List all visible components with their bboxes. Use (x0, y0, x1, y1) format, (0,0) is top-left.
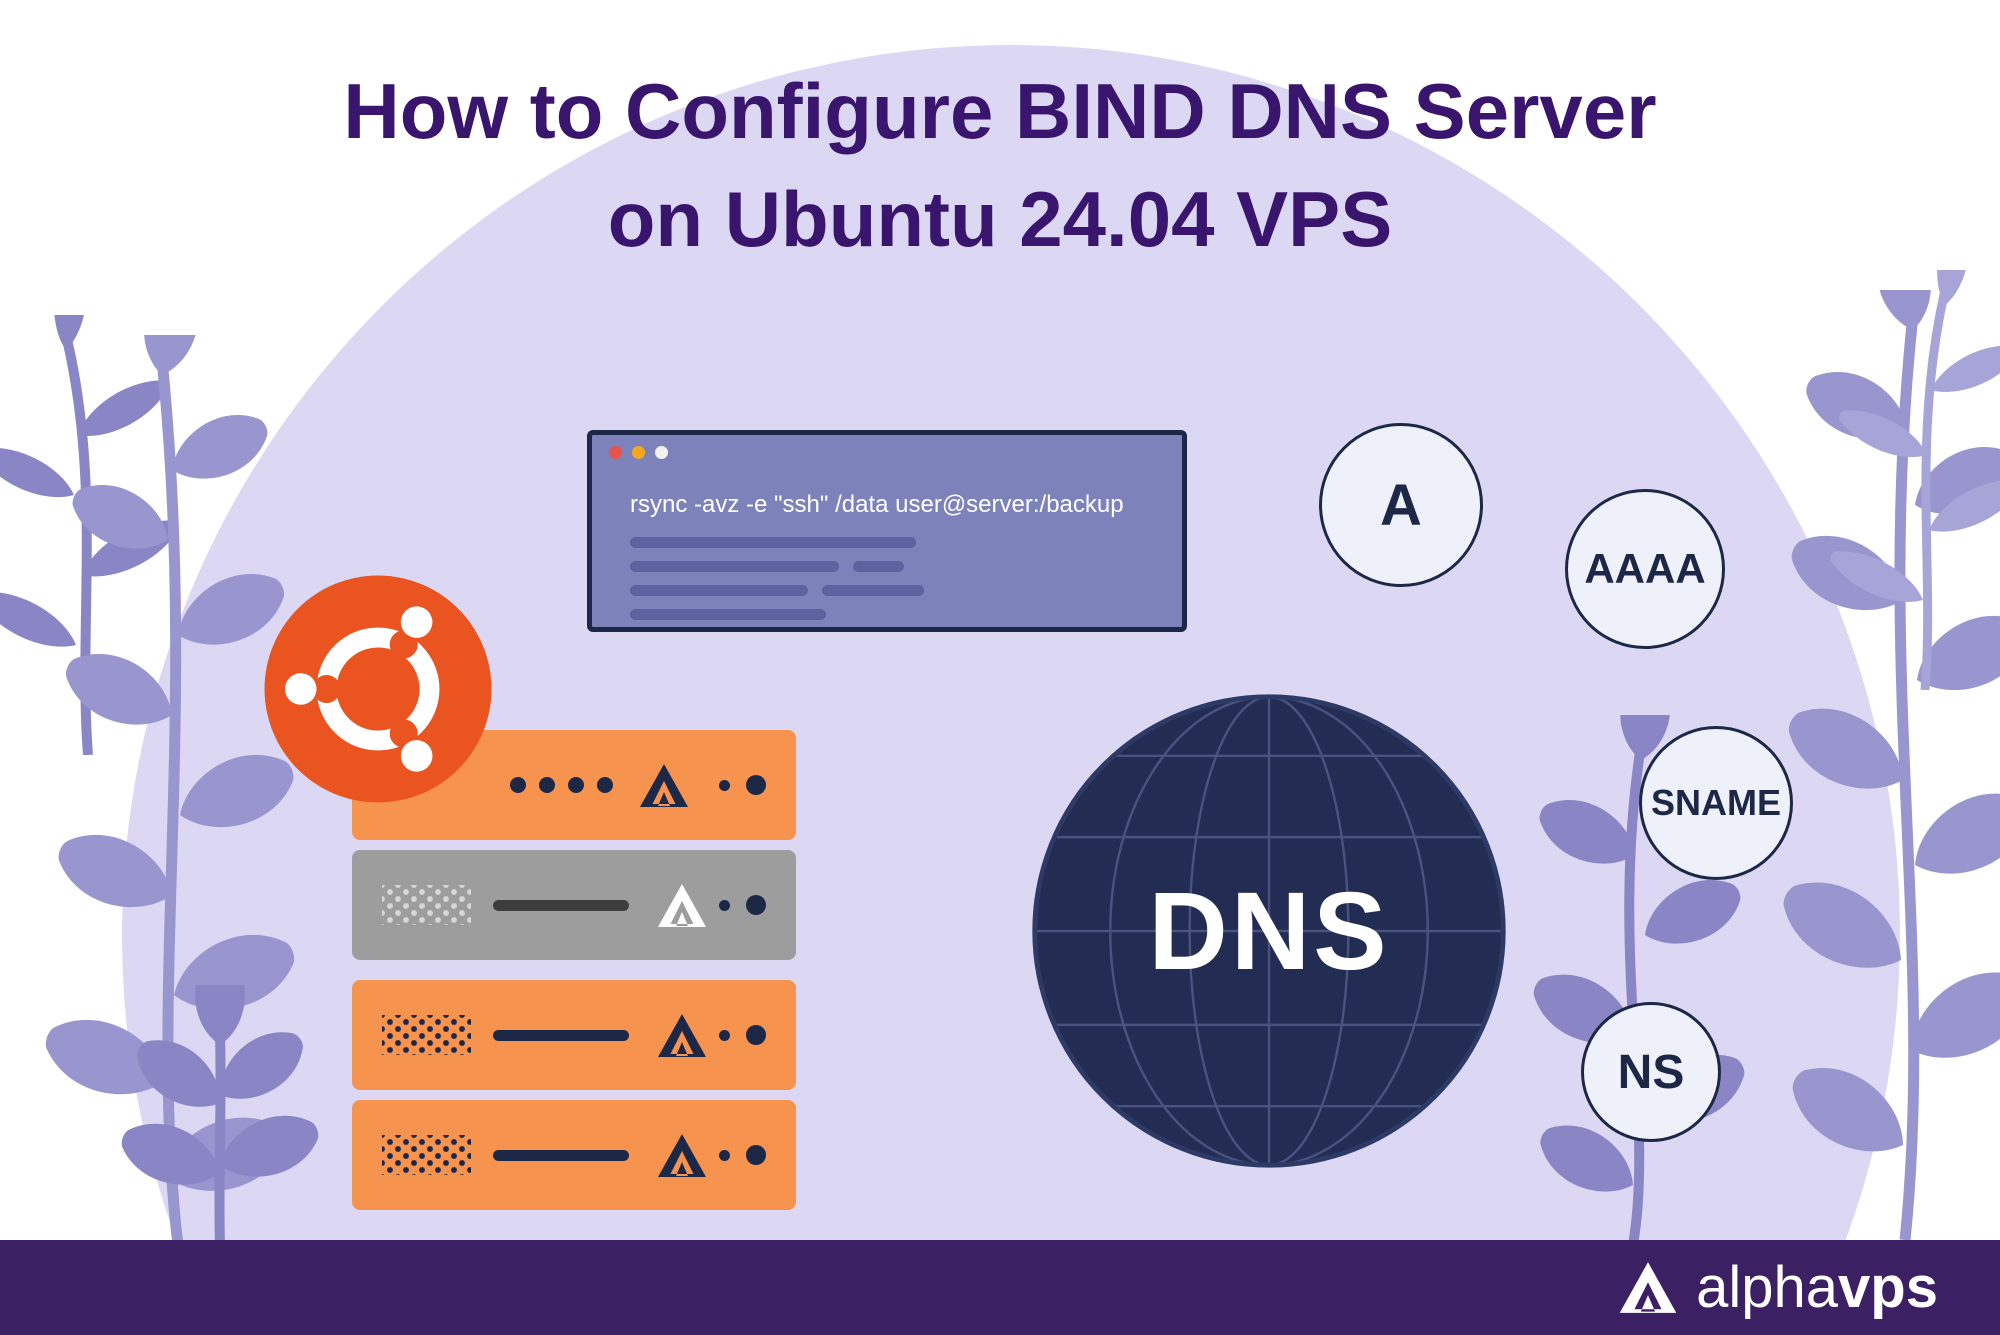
server-led-large (746, 775, 766, 795)
server-handle-bar (493, 1149, 629, 1161)
ubuntu-badge (261, 572, 495, 806)
terminal-placeholder-line (630, 609, 924, 620)
server-led-small (719, 1029, 730, 1041)
dns-globe-icon (1032, 694, 1506, 1168)
ubuntu-logo-icon (264, 575, 492, 803)
brand-vps: vps (1838, 1254, 1938, 1320)
terminal-command-text: rsync -avz -e "ssh" /data user@server:/b… (630, 491, 1124, 518)
dns-record-sname: SNAME (1639, 726, 1793, 880)
window-maximize-dot-icon (655, 445, 668, 459)
terminal-placeholder-lines (630, 537, 924, 620)
terminal-placeholder-line (630, 585, 924, 596)
server-vent-dots (382, 1135, 471, 1175)
server-led-dots (719, 895, 766, 915)
leaf-cluster-left-bottom (113, 985, 327, 1245)
server-led-large (746, 895, 766, 915)
server-unit-second (352, 850, 796, 960)
terminal-window: rsync -avz -e "ssh" /data user@server:/b… (587, 430, 1187, 632)
alphavps-logo-icon (658, 883, 706, 927)
server-led-dots (719, 1025, 766, 1045)
globe-grid (1032, 694, 1506, 1168)
server-led-small (719, 899, 730, 911)
server-handle-bar (493, 899, 629, 911)
server-vent-dots (510, 777, 613, 793)
page-title: How to Configure BIND DNS Server on Ubun… (0, 58, 2000, 273)
server-led-small (719, 1149, 730, 1161)
alphavps-logo-icon (640, 763, 688, 807)
server-unit-bottom (352, 1100, 796, 1210)
alphavps-logo-icon (658, 1013, 706, 1057)
server-led-large (746, 1025, 766, 1045)
window-minimize-dot-icon (632, 445, 645, 459)
page-title-line-1: How to Configure BIND DNS Server (343, 67, 1657, 155)
server-vent-dots (382, 885, 471, 925)
dns-record-a: A (1319, 423, 1483, 587)
terminal-placeholder-line (630, 561, 924, 572)
server-led-dots (719, 775, 766, 795)
terminal-titlebar (592, 435, 1182, 469)
window-close-dot-icon (609, 445, 622, 459)
dns-record-ns: NS (1581, 1002, 1721, 1142)
alphavps-logo-icon (1619, 1262, 1677, 1313)
page-title-line-2: on Ubuntu 24.04 VPS (607, 174, 1393, 263)
dns-label: DNS (1148, 869, 1390, 993)
leaf-branch-right-tall (1768, 290, 2000, 1240)
brand-alpha: alpha (1696, 1254, 1839, 1320)
server-handle-bar (493, 1029, 629, 1041)
server-unit-third (352, 980, 796, 1090)
server-led-small (719, 779, 730, 791)
server-led-large (746, 1145, 766, 1165)
leaf-branch-right-top (1823, 270, 2000, 690)
dns-record-aaaa: AAAA (1565, 489, 1725, 649)
terminal-placeholder-line (630, 537, 924, 548)
footer-bar: alphavps (0, 1240, 2000, 1335)
alphavps-logo-icon (658, 1133, 706, 1177)
server-led-dots (719, 1145, 766, 1165)
server-vent-dots (382, 1015, 471, 1055)
brand-name: alphavps (1696, 1258, 1938, 1317)
server-unit-top (352, 730, 796, 840)
